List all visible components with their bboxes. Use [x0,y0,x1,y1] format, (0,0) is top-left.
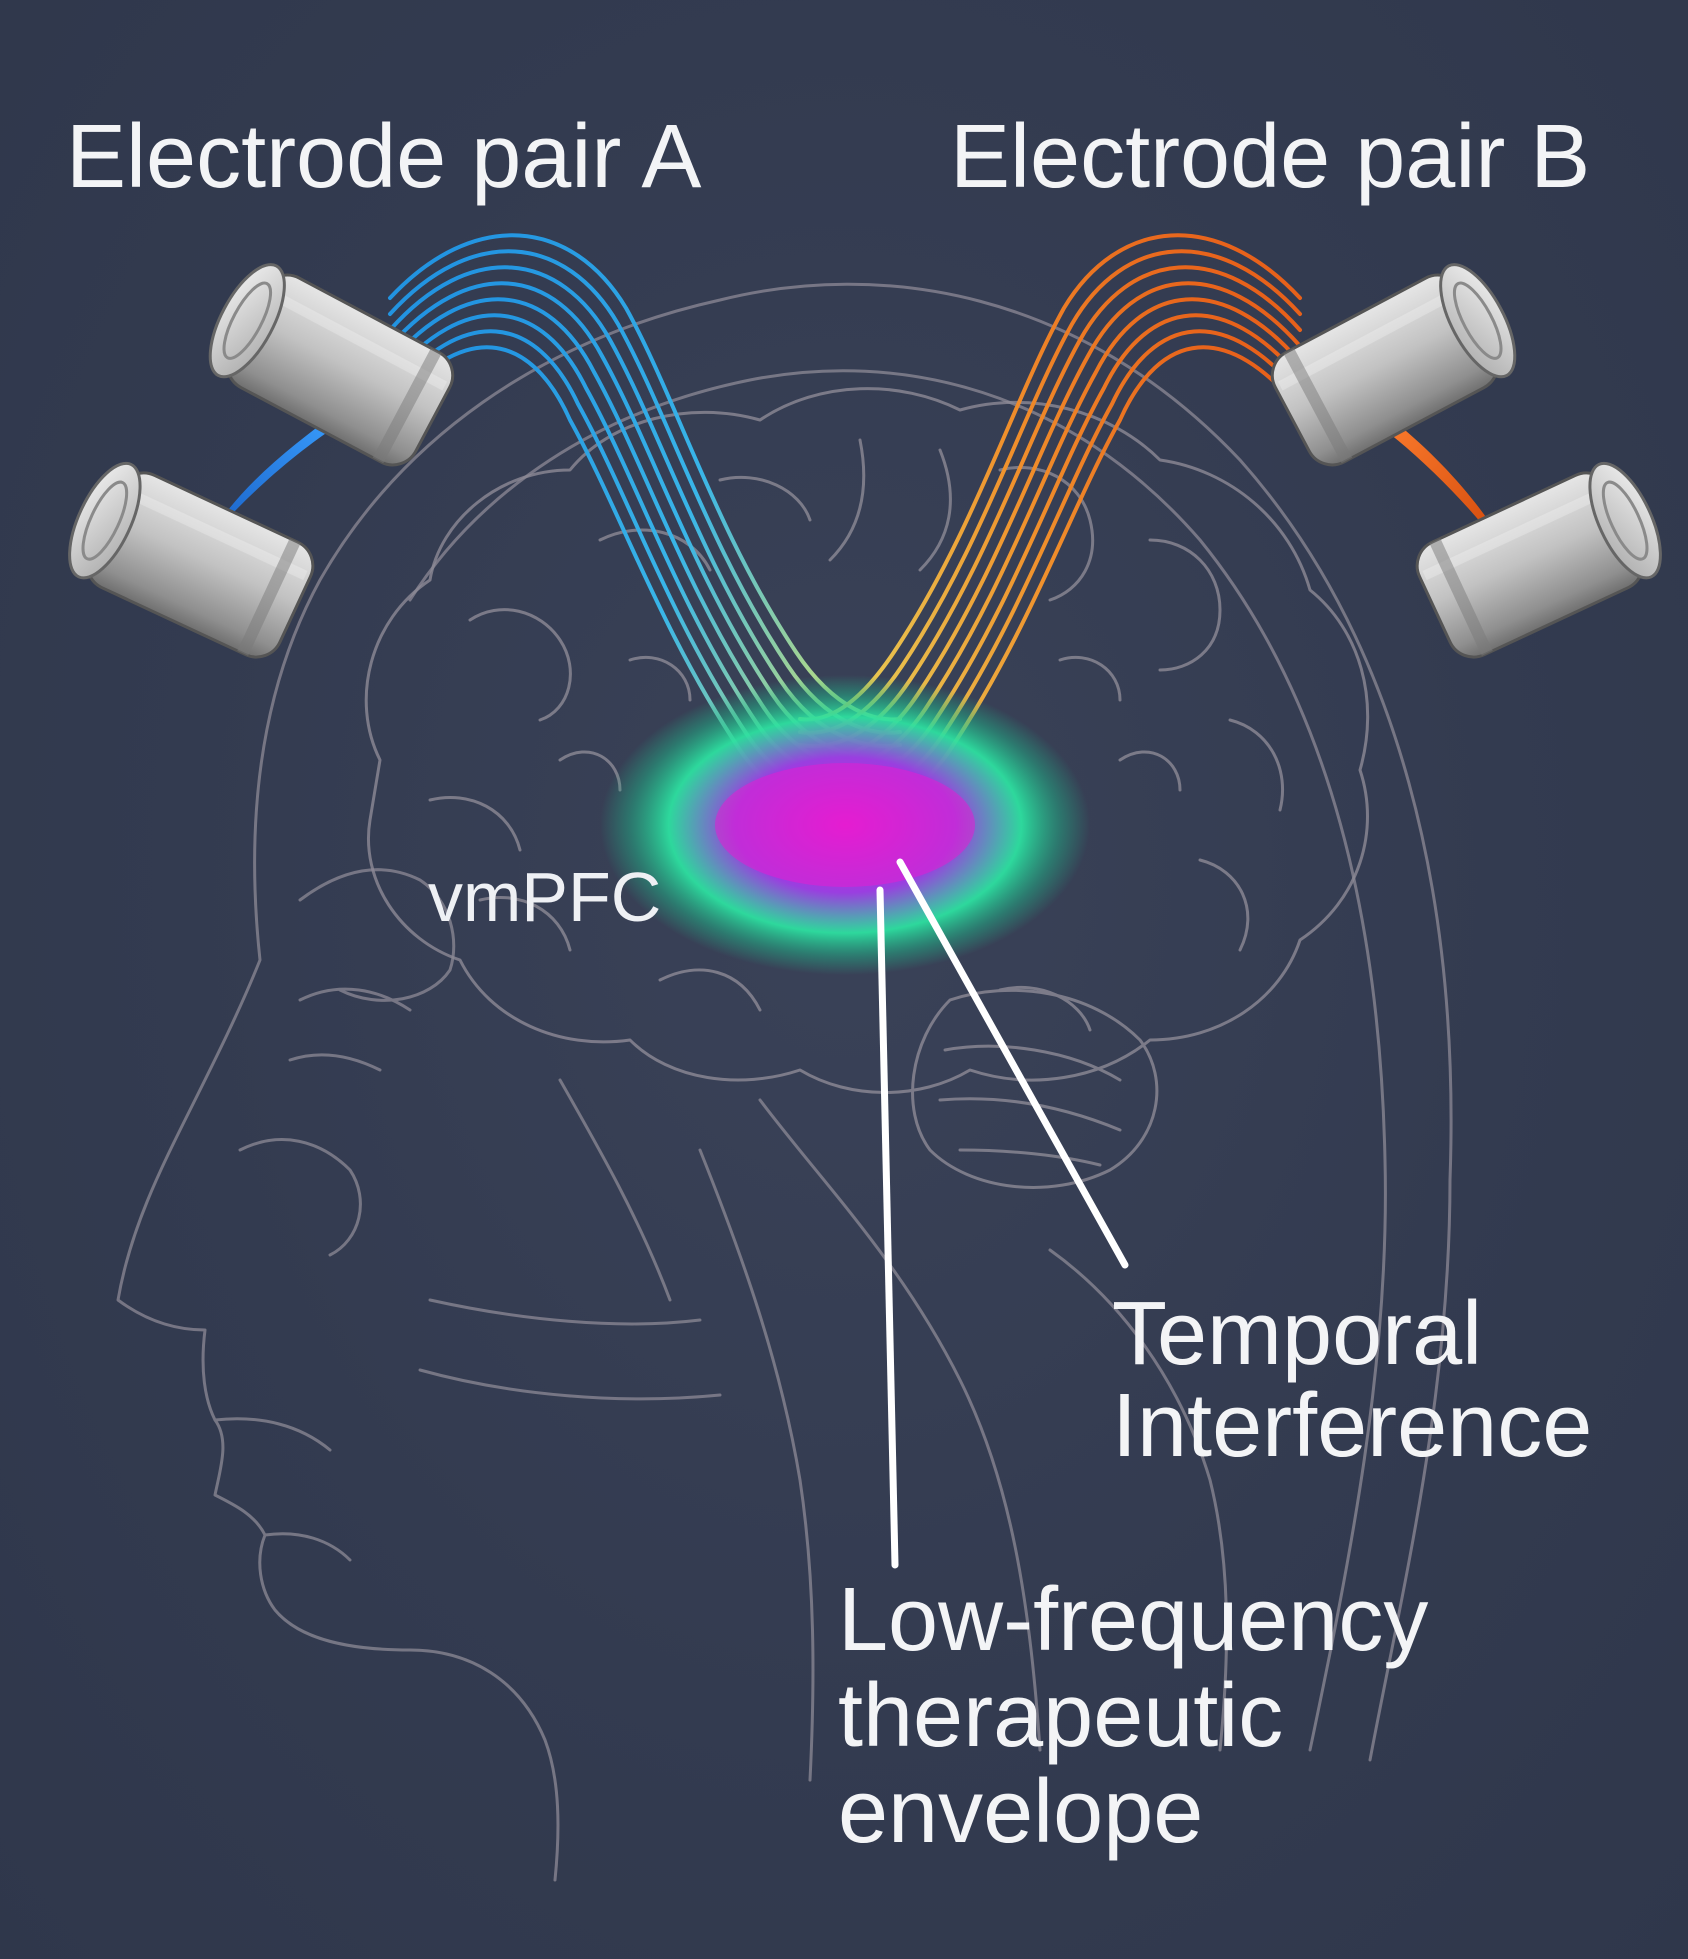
envelope-line-1: Low-frequency [838,1572,1428,1668]
electrode-icon [1263,254,1530,474]
envelope-label: Low-frequency therapeutic envelope [838,1572,1428,1860]
electrode-pair-a-label: Electrode pair A [66,112,701,202]
electrode-pair-b-label: Electrode pair B [950,112,1590,202]
envelope-line-3: envelope [838,1764,1428,1860]
leader-line-envelope [880,890,895,1565]
envelope-line-2: therapeutic [838,1668,1428,1764]
temporal-interference-line-1: Temporal [1112,1288,1592,1380]
electrode-icon [55,453,321,665]
temporal-interference-label: Temporal Interference [1112,1288,1592,1472]
temporal-interference-line-2: Interference [1112,1380,1592,1472]
vmpfc-focus-region [600,675,1090,975]
vmpfc-label: vmPFC [428,862,661,932]
